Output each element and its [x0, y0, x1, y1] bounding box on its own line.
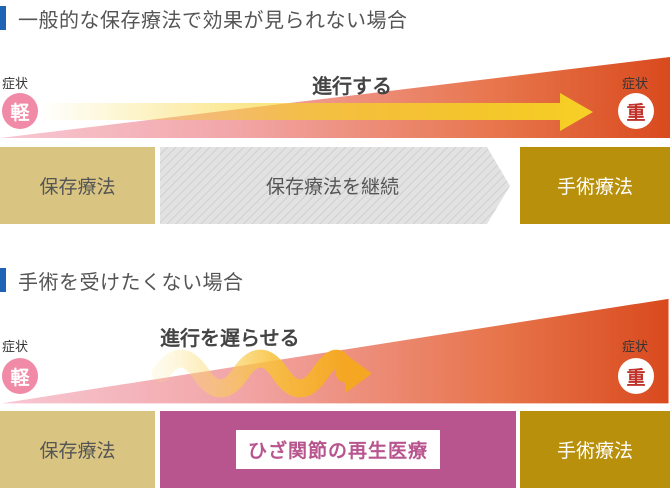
- continue-chevron: [160, 147, 510, 224]
- progress-wedge-graphic: [0, 57, 670, 224]
- section-heading: 手術を受けたくない場合: [0, 266, 244, 294]
- conservative-treatment-box: 保存療法: [0, 147, 155, 224]
- continue-treatment-box: 保存療法を継続: [265, 176, 399, 198]
- surgery-box: 手術療法: [520, 147, 670, 224]
- conservative-treatment-box: 保存療法: [0, 411, 155, 488]
- section-no-surgery: 手術を受けたくない場合 症状 軽 症状 重 進行を遅らせる 保存療法 ひざ関節の…: [0, 262, 670, 488]
- progress-label: 進行する: [312, 74, 392, 98]
- symptom-label-mild: 症状: [2, 340, 29, 355]
- heading-text: 手術を受けたくない場合: [18, 269, 244, 294]
- severe-badge: 重: [618, 358, 654, 394]
- surgery-box: 手術療法: [520, 411, 670, 488]
- section-conventional: 一般的な保存療法で効果が見られない場合 症状 軽 症状 重 進: [0, 0, 670, 225]
- symptom-label-severe: 症状: [622, 340, 649, 355]
- progress-label: 進行を遅らせる: [160, 326, 300, 350]
- severe-badge: 重: [618, 93, 654, 129]
- heading-accent-bar: [0, 268, 6, 292]
- progress-arrow: [40, 93, 593, 131]
- section-heading: 一般的な保存療法で効果が見られない場合: [0, 4, 408, 32]
- slowed-progress-graphic: [1, 298, 669, 404]
- wavy-arrow-body: [151, 349, 354, 398]
- symptom-label-mild: 症状: [2, 77, 29, 92]
- regenerative-medicine-label: ひざ関節の再生医療: [235, 430, 440, 469]
- heading-text: 一般的な保存療法で効果が見られない場合: [18, 7, 408, 32]
- regenerative-medicine-box: ひざ関節の再生医療: [160, 411, 516, 488]
- heading-accent-bar: [0, 6, 6, 30]
- mild-badge: 軽: [2, 93, 38, 129]
- symptom-label-severe: 症状: [622, 77, 649, 92]
- mild-badge: 軽: [2, 358, 38, 394]
- wavy-arrow-head: [344, 353, 372, 394]
